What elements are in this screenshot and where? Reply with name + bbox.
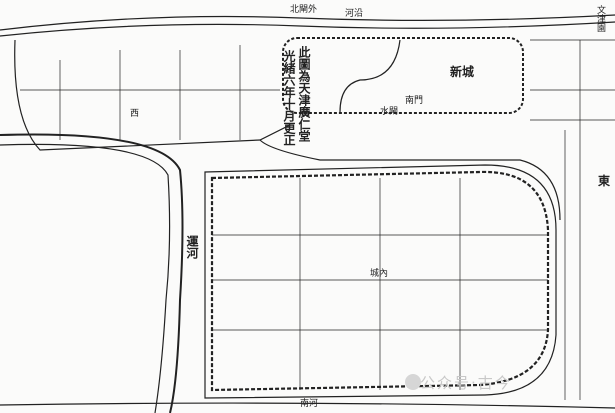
- south-river-label: 南河: [300, 399, 319, 409]
- south-gate-label: 南門: [405, 96, 424, 106]
- title-note: 此圖為天津廣仁堂: [297, 46, 311, 142]
- canal: [0, 133, 184, 413]
- wenjin-garden-label: 文津園: [595, 5, 605, 32]
- north-gate-outer-label: 北閘外: [290, 5, 318, 15]
- river-bank-label: 河沿: [345, 9, 364, 19]
- east-label: 東: [598, 174, 611, 188]
- canal-label: 運河: [185, 235, 199, 259]
- new-city-label: 新城: [450, 65, 475, 79]
- north-river: [0, 14, 615, 31]
- new-city-wall: [282, 37, 524, 114]
- water-gate-label: 水閘: [380, 107, 399, 117]
- watermark-icon: [405, 374, 421, 390]
- date-note: 光緒六年十月更正: [282, 50, 296, 146]
- watermark: 公众号·古今: [420, 374, 512, 392]
- west-label: 西: [130, 109, 140, 119]
- mid-city-label: 城內: [370, 269, 389, 279]
